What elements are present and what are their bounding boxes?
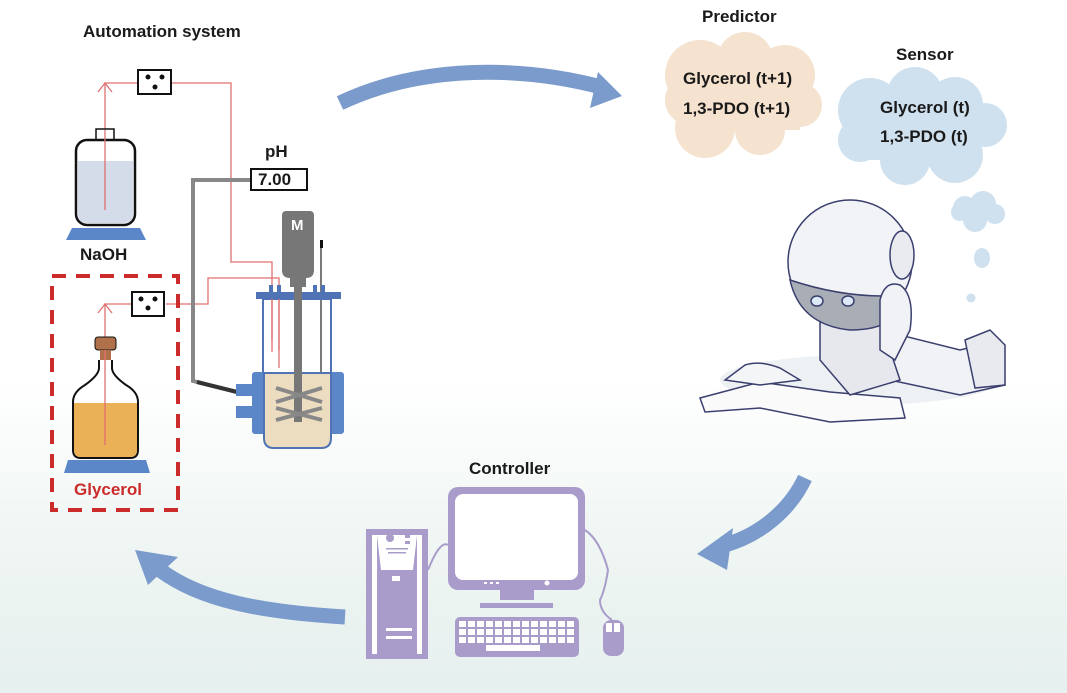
keyboard-key (477, 637, 484, 643)
keyboard-key (495, 637, 502, 643)
sensor-pdo: 1,3-PDO (t) (880, 127, 968, 146)
keyboard-spacebar (486, 645, 540, 651)
sensor-cloud (838, 67, 1007, 185)
arrow-automation-to-predictor (336, 64, 622, 110)
sensor-glycerol: Glycerol (t) (880, 98, 970, 117)
arrow-controller-to-automation (135, 550, 346, 625)
ph-label: pH (265, 142, 288, 161)
keyboard-key (459, 621, 466, 627)
keyboard-key (549, 629, 556, 635)
keyboard-key (477, 629, 484, 635)
keyboard-key (495, 621, 502, 627)
sensor-title: Sensor (896, 45, 954, 64)
thought-bubbles (951, 191, 1005, 303)
mouse-cable (584, 529, 613, 621)
ph-probe-line (191, 178, 250, 396)
keyboard-key (468, 637, 475, 643)
bioreactor-icon (236, 211, 344, 449)
controller-title: Controller (469, 459, 551, 478)
keyboard-key (567, 621, 574, 627)
keyboard-key (531, 637, 538, 643)
keyboard-key (522, 621, 529, 627)
keyboard-key (504, 621, 511, 627)
predictor-title: Predictor (702, 7, 777, 26)
glycerol-highlight-box (50, 274, 180, 512)
keyboard-key (459, 629, 466, 635)
naoh-label: NaOH (80, 245, 128, 264)
keyboard-key (540, 637, 547, 643)
predictor-glycerol: Glycerol (t+1) (683, 69, 793, 88)
keyboard-key (513, 637, 520, 643)
keyboard-key (558, 621, 565, 627)
keyboard-key (513, 629, 520, 635)
keyboard-key (522, 637, 529, 643)
keyboard-key (540, 621, 547, 627)
ph-display-box (250, 168, 308, 191)
keyboard-key (549, 621, 556, 627)
mouse-icon (603, 620, 624, 656)
glycerol-pump-icon (131, 291, 165, 317)
keyboard-key (504, 629, 511, 635)
glycerol-bottle-icon (64, 336, 150, 473)
arrow-robot-to-controller (697, 474, 812, 570)
keyboard-key (513, 621, 520, 627)
keyboard-key (504, 637, 511, 643)
keyboard-key (558, 637, 565, 643)
glycerol-feed-label: Glycerol (74, 480, 143, 499)
automation-system-title: Automation system (83, 22, 241, 41)
ph-value: 7.00 (258, 170, 292, 189)
keyboard-key (522, 629, 529, 635)
predictor-cloud (665, 32, 822, 158)
keyboard-key (486, 621, 493, 627)
keyboard-key (567, 629, 574, 635)
keyboard-key (468, 629, 475, 635)
keyboard-key (540, 629, 547, 635)
tower-cable (427, 543, 449, 571)
robot-reading-icon (699, 199, 1006, 423)
keyboard-icon (455, 617, 579, 657)
keyboard-key (459, 637, 466, 643)
keyboard-key (531, 629, 538, 635)
keyboard-key (495, 629, 502, 635)
computer-tower-icon (366, 529, 428, 659)
motor-label: M (291, 217, 304, 234)
keyboard-key (549, 637, 556, 643)
keyboard-key (477, 621, 484, 627)
keyboard-key (486, 637, 493, 643)
keyboard-key (531, 621, 538, 627)
keyboard-key (567, 637, 574, 643)
predictor-pdo: 1,3-PDO (t+1) (683, 99, 791, 118)
keyboard-key (468, 621, 475, 627)
monitor-icon (448, 487, 585, 608)
keyboard-key (558, 629, 565, 635)
naoh-pump-icon (137, 69, 172, 95)
naoh-bottle-icon (66, 128, 146, 240)
keyboard-key (486, 629, 493, 635)
